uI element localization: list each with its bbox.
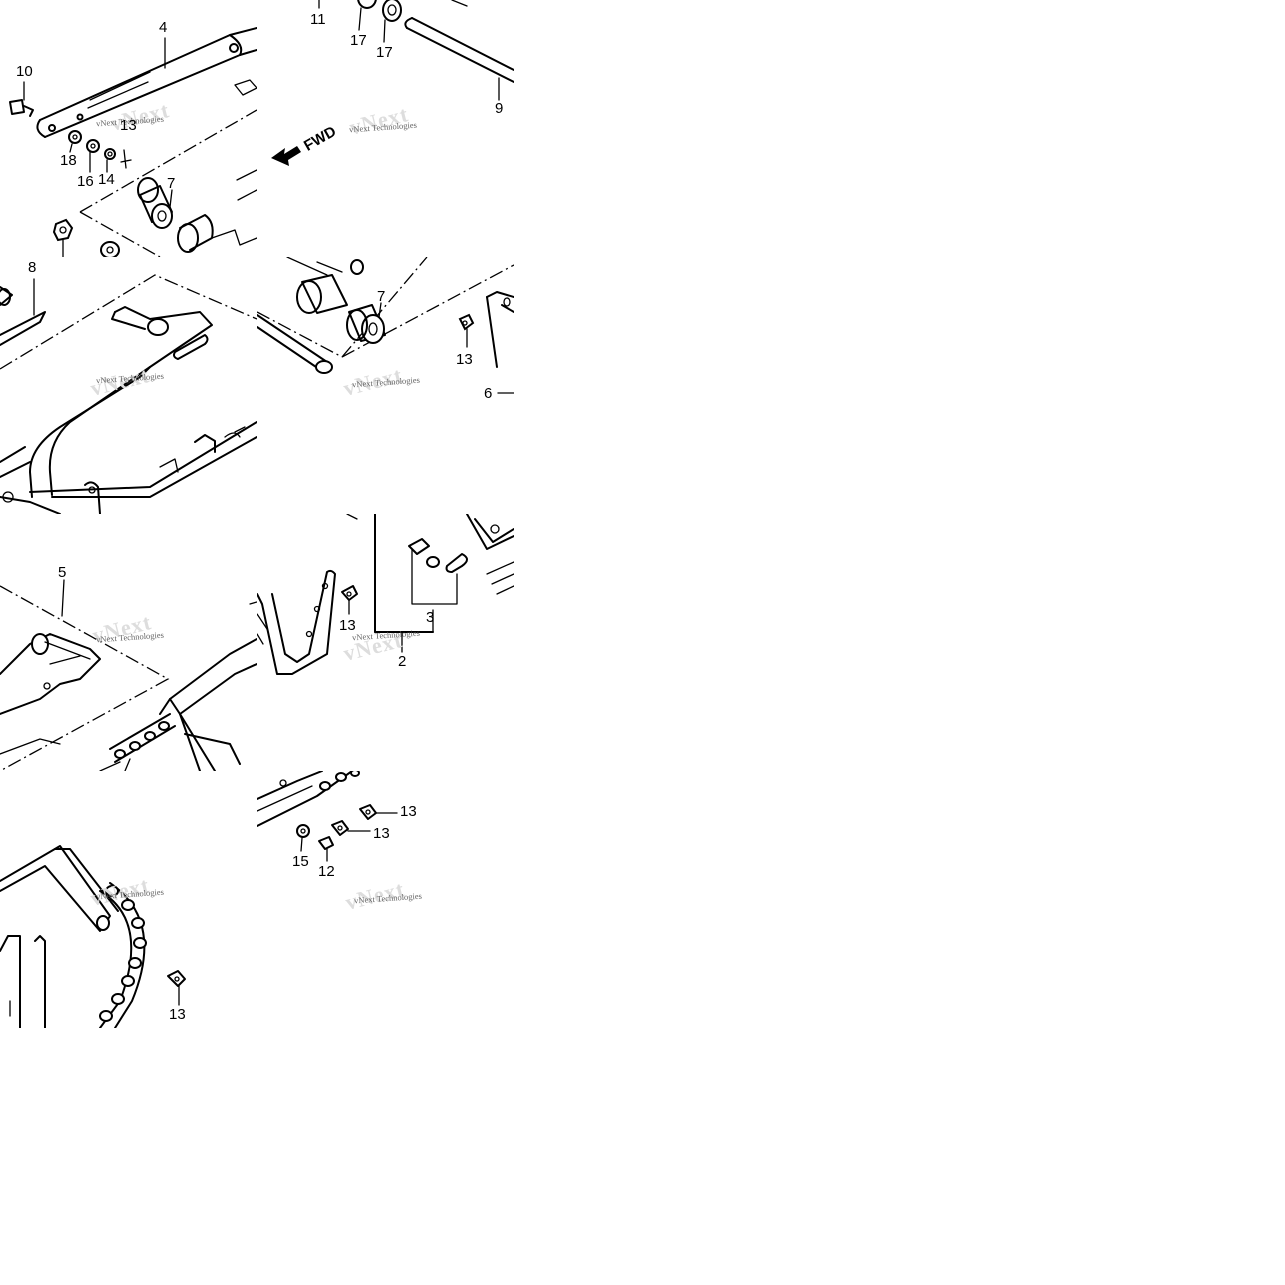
part-callout: 18: [60, 152, 77, 169]
torque-link-drawing: [9, 27, 257, 257]
part-callout: 13: [400, 803, 417, 820]
part-callout: 14: [98, 171, 115, 188]
part-callout: 10: [16, 63, 33, 80]
pivot-shaft-drawing: [271, 0, 514, 166]
tile-collars: vNext vNext Technologies 7 13 6: [257, 257, 514, 514]
part-callout: 6: [484, 385, 493, 402]
collars-drawing: [257, 257, 514, 394]
tile-chain: vNext vNext Technologies 13: [0, 771, 257, 1028]
part-callout: 7: [377, 288, 386, 305]
part-callout: 13: [339, 617, 356, 634]
part-callout: 5: [58, 564, 67, 581]
part-callout: 11: [310, 11, 326, 28]
part-callout: 12: [318, 863, 335, 880]
tile-swing-arm-rear: vNext vNext Technologies 5: [0, 514, 257, 771]
part-callout: 8: [28, 259, 37, 276]
part-callout: 3: [426, 609, 435, 626]
part-callout: 13: [373, 825, 390, 842]
part-callout: 7: [167, 175, 176, 192]
part-callout: 16: [77, 173, 94, 190]
tile-chain-guide: vNext vNext Technologies 1 13 3 2: [257, 514, 514, 771]
swing-arm-rear-drawing: [0, 579, 257, 771]
swing-arm-drawing: [0, 274, 257, 514]
chain-guide-drawing: [257, 514, 514, 675]
part-callout: 17: [376, 44, 393, 61]
part-callout: 2: [398, 653, 407, 670]
chain-drawing: [0, 845, 186, 1028]
tile-swing-arm: vNext vNext Technologies 8: [0, 257, 257, 514]
part-callout: 17: [350, 32, 367, 49]
tile-torque-link: vNext vNext Technologies 4 10 13 18 16 1…: [0, 0, 257, 257]
tile-pivot-shaft: FWD vNext vNext Technologies 11 17 17 9: [257, 0, 514, 257]
part-callout: 9: [495, 100, 504, 117]
fasteners-drawing: [257, 771, 398, 862]
part-callout: 15: [292, 853, 309, 870]
part-callout: 13: [456, 351, 473, 368]
tile-fasteners: vNext vNext Technologies 13 13 15 12: [257, 771, 514, 1028]
part-callout: 13: [169, 1006, 186, 1023]
part-callout: 4: [159, 19, 168, 36]
part-callout: 13: [120, 117, 137, 134]
